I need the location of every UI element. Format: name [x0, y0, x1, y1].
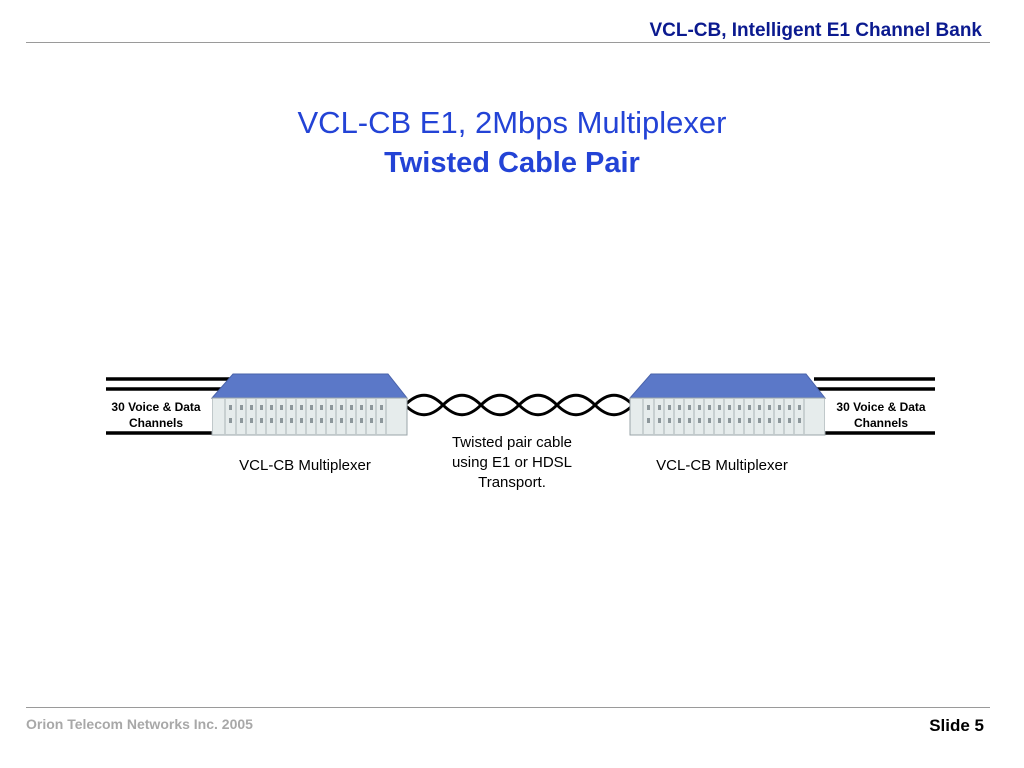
twisted-pair-cable: [403, 393, 635, 417]
header-title: VCL-CB, Intelligent E1 Channel Bank: [649, 20, 982, 41]
left-channels-line2: Channels: [128, 416, 183, 430]
right-channels-label: 30 Voice & Data Channels: [825, 399, 937, 431]
right-multiplexer-device: [628, 373, 827, 436]
left-multiplexer-label: VCL-CB Multiplexer: [239, 457, 371, 474]
left-multiplexer-device: [210, 373, 409, 436]
cable-label-line3: Transport.: [478, 474, 546, 491]
right-multiplexer-label: VCL-CB Multiplexer: [656, 457, 788, 474]
slide-title: VCL-CB E1, 2Mbps Multiplexer: [297, 105, 727, 140]
slide-number: Slide 5: [929, 716, 984, 735]
cable-label-line2: using E1 or HDSL: [451, 454, 573, 471]
cable-label: Twisted pair cable using E1 or HDSL Tran…: [437, 433, 587, 493]
cable-label-line1: Twisted pair cable: [451, 434, 573, 451]
left-channels-line1: 30 Voice & Data: [111, 400, 201, 414]
footer-company: Orion Telecom Networks Inc. 2005: [26, 716, 253, 732]
right-channels-line1: 30 Voice & Data: [836, 400, 926, 414]
left-channels-label: 30 Voice & Data Channels: [100, 399, 212, 431]
header-divider: [26, 42, 990, 43]
right-channels-line2: Channels: [853, 416, 908, 430]
slide-subtitle: Twisted Cable Pair: [384, 147, 640, 179]
footer-divider: [26, 707, 990, 708]
